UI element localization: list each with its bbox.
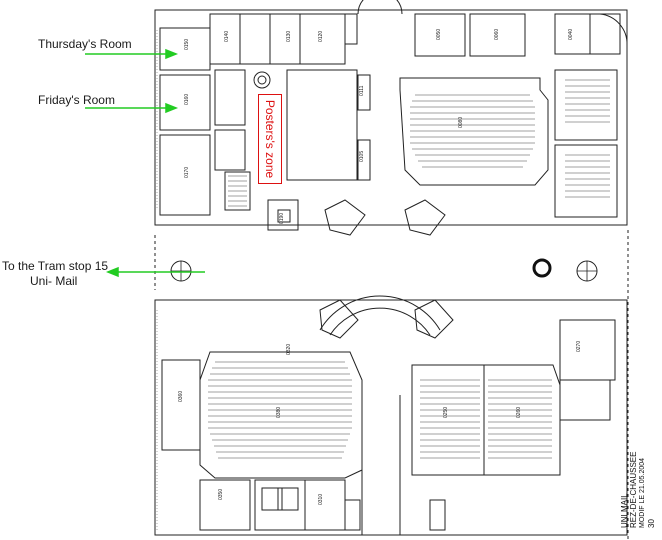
- room-0380: 0380: [276, 407, 282, 418]
- spiral-stair-east-icon: [532, 258, 552, 278]
- room-0105: 0105: [359, 151, 365, 162]
- room-0040: 0040: [568, 29, 574, 40]
- central-hall-outline: [286, 69, 358, 181]
- friday-room-label: Friday's Room: [38, 93, 115, 107]
- title-block-sheet: 30: [647, 519, 656, 528]
- room-0060: 0060: [494, 29, 500, 40]
- title-block-line1: UNI MAIL: [620, 493, 629, 528]
- spiral-stair-icon: [253, 71, 271, 89]
- room-0190: 0190: [279, 213, 285, 224]
- posters-zone: Posters's zone: [258, 94, 282, 184]
- room-0140: 0140: [224, 31, 230, 42]
- room-0050: 0050: [436, 29, 442, 40]
- north-auditorium-outline: [399, 77, 549, 186]
- room-0360: 0360: [178, 391, 184, 402]
- room-0270: 0270: [576, 341, 582, 352]
- title-block: UNI MAIL REZ-DE-CHAUSSEE MODIF LE 21.05.…: [618, 400, 656, 530]
- north-wing-outline: [154, 9, 628, 226]
- thursday-room-label: Thursday's Room: [38, 37, 132, 51]
- room-0320: 0320: [286, 344, 292, 355]
- room-0170: 0170: [184, 167, 190, 178]
- room-0150: 0150: [184, 39, 190, 50]
- room-0080: 0080: [458, 117, 464, 128]
- room-0120: 0120: [318, 31, 324, 42]
- title-block-line2: REZ-DE-CHAUSSEE: [629, 451, 638, 528]
- room-0310: 0310: [318, 494, 324, 505]
- posters-zone-label: Posters's zone: [263, 99, 277, 179]
- south-right-auditorium-outline: [411, 364, 561, 476]
- south-wing-outline: [154, 299, 628, 536]
- room-0130: 0130: [286, 31, 292, 42]
- title-block-line3: MODIF LE 21.05.2004: [639, 457, 646, 528]
- tram-stop-label-line2: Uni- Mail: [30, 274, 78, 288]
- room-0170-outline: [159, 134, 211, 216]
- room-0350: 0350: [218, 489, 224, 500]
- room-0111: 0111: [359, 85, 365, 96]
- tram-stop-label: To the Tram stop 15: [2, 259, 109, 273]
- room-0160-outline: [159, 74, 211, 131]
- room-0160: 0160: [184, 94, 190, 105]
- room-0260: 0260: [516, 407, 522, 418]
- room-0250: 0250: [443, 407, 449, 418]
